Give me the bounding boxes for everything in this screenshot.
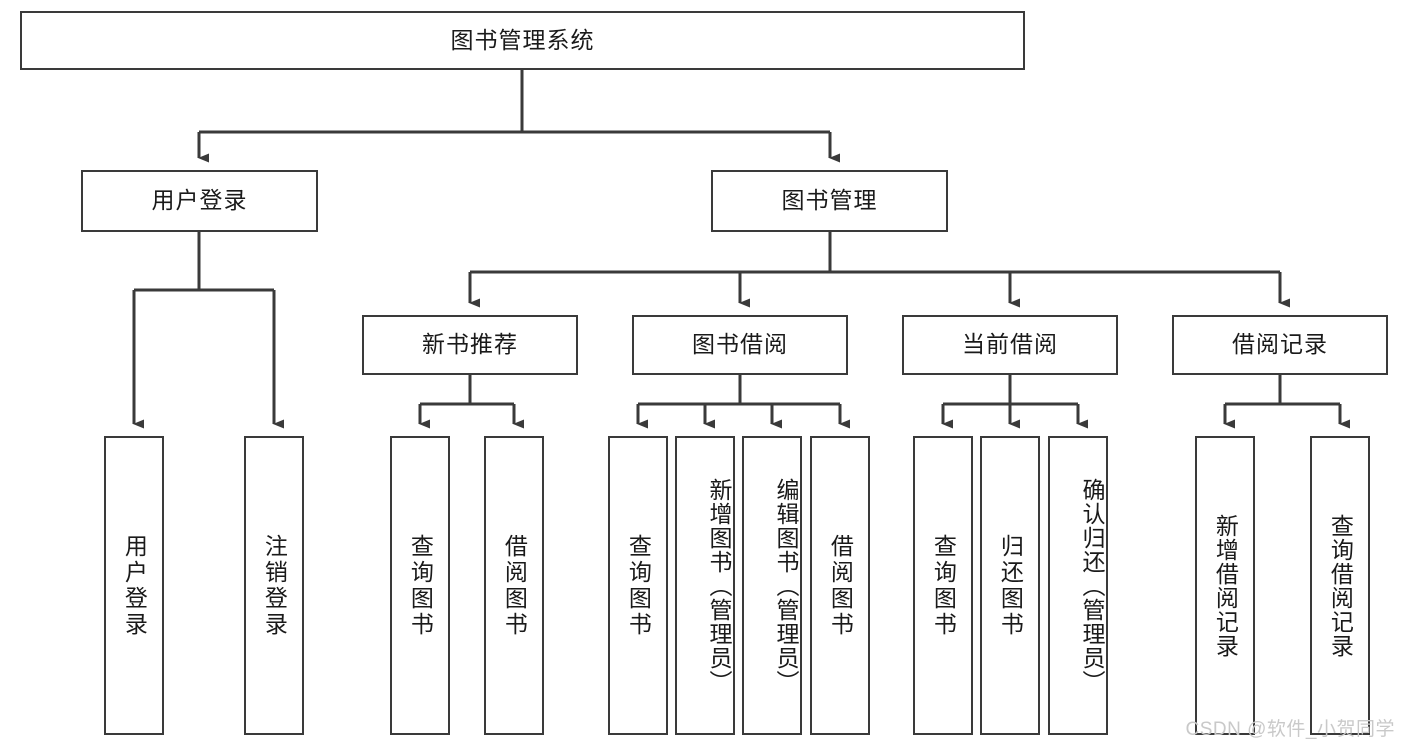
leaf-query-books-current[interactable]: 查询图书 xyxy=(913,436,973,735)
leaf-user-login[interactable]: 用户登录 xyxy=(104,436,164,735)
node-root-book-management-system[interactable]: 图书管理系统 xyxy=(20,11,1025,70)
leaf-query-books-new[interactable]: 查询图书 xyxy=(390,436,450,735)
node-borrowing-records[interactable]: 借阅记录 xyxy=(1172,315,1388,375)
leaf-borrow-books-new[interactable]: 借阅图书 xyxy=(484,436,544,735)
node-new-book-recommendation[interactable]: 新书推荐 xyxy=(362,315,578,375)
leaf-return-books[interactable]: 归还图书 xyxy=(980,436,1040,735)
leaf-query-borrow-record[interactable]: 查询借阅记录 xyxy=(1310,436,1370,735)
node-book-borrowing[interactable]: 图书借阅 xyxy=(632,315,848,375)
leaf-add-book-admin[interactable]: 新增图书（管理员） xyxy=(675,436,735,735)
leaf-add-borrow-record[interactable]: 新增借阅记录 xyxy=(1195,436,1255,735)
leaf-edit-book-admin[interactable]: 编辑图书（管理员） xyxy=(742,436,802,735)
leaf-query-books-borrow[interactable]: 查询图书 xyxy=(608,436,668,735)
leaf-logout[interactable]: 注销登录 xyxy=(244,436,304,735)
leaf-confirm-return-admin[interactable]: 确认归还（管理员） xyxy=(1048,436,1108,735)
node-current-borrowing[interactable]: 当前借阅 xyxy=(902,315,1118,375)
node-book-management[interactable]: 图书管理 xyxy=(711,170,948,232)
node-user-login[interactable]: 用户登录 xyxy=(81,170,318,232)
leaf-borrow-books[interactable]: 借阅图书 xyxy=(810,436,870,735)
